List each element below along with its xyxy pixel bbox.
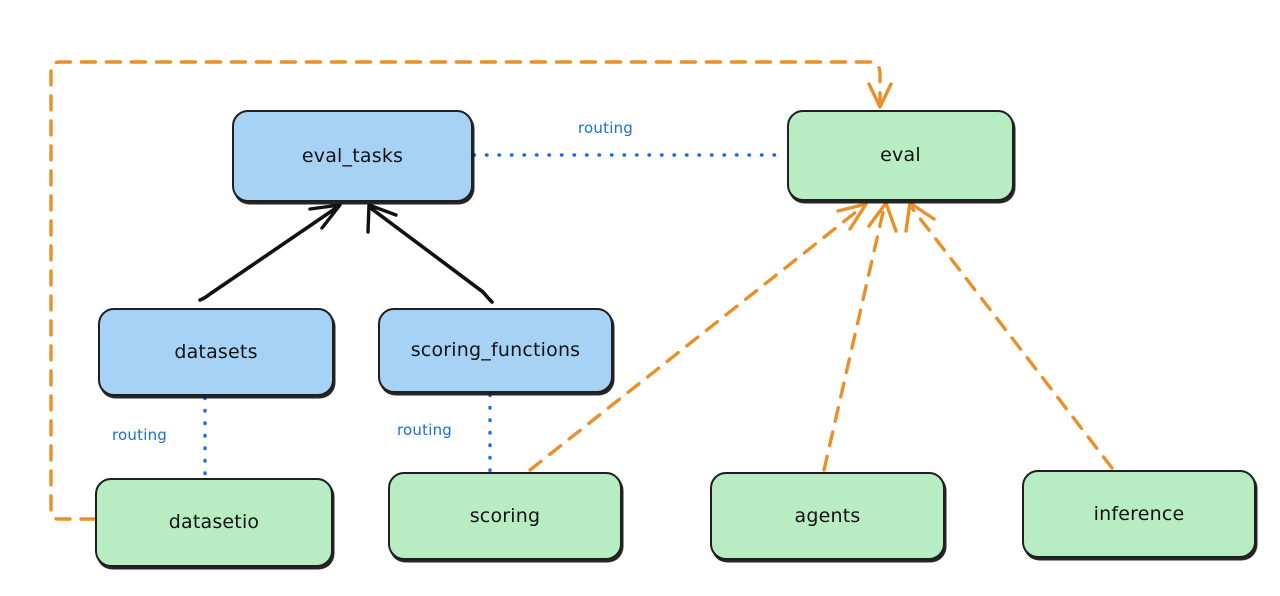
node-eval-tasks[interactable]: eval_tasks: [232, 110, 473, 202]
edge-agents-to-eval: [822, 201, 898, 472]
node-inference[interactable]: inference: [1022, 470, 1256, 558]
edge-scoring_functions-to-eval_tasks: [366, 203, 494, 304]
node-datasets[interactable]: datasets: [98, 308, 334, 396]
node-label: scoring_functions: [410, 339, 581, 362]
edge-label-routing-datasets-datasetio: routing: [112, 426, 167, 444]
node-scoring[interactable]: scoring: [388, 472, 622, 560]
edge-label-routing-eval-tasks-eval: routing: [578, 119, 633, 137]
node-datasetio[interactable]: datasetio: [95, 478, 333, 567]
node-label: datasets: [174, 340, 258, 363]
node-eval[interactable]: eval: [787, 110, 1014, 201]
edge-datasets-to-eval_tasks: [198, 203, 342, 302]
node-label: inference: [1093, 502, 1185, 525]
node-label: eval: [880, 144, 921, 167]
edge-label-routing-scoring-functions-scoring: routing: [397, 421, 452, 439]
node-label: eval_tasks: [301, 144, 404, 167]
node-scoring-functions[interactable]: scoring_functions: [378, 308, 613, 393]
edge-inference-to-eval: [904, 201, 1114, 470]
node-label: scoring: [469, 504, 541, 527]
node-label: agents: [794, 504, 861, 527]
node-label: datasetio: [168, 511, 260, 534]
node-agents[interactable]: agents: [710, 472, 945, 560]
